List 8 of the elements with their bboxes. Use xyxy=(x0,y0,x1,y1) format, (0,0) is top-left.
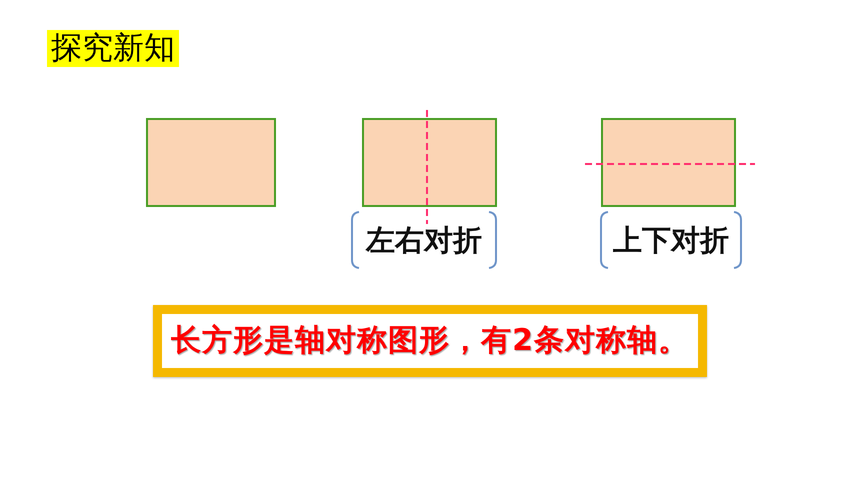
message-banner xyxy=(153,305,707,377)
rectangle xyxy=(601,118,736,207)
title: 探究新知 xyxy=(47,30,179,67)
conclusion-text: 长方形是轴对称图形，有2条对称轴。 xyxy=(171,323,689,359)
rectangle xyxy=(362,118,497,207)
fold-label: 左右对折 xyxy=(364,222,483,259)
rectangle xyxy=(146,118,276,207)
fold-label: 上下对折 xyxy=(612,222,730,259)
